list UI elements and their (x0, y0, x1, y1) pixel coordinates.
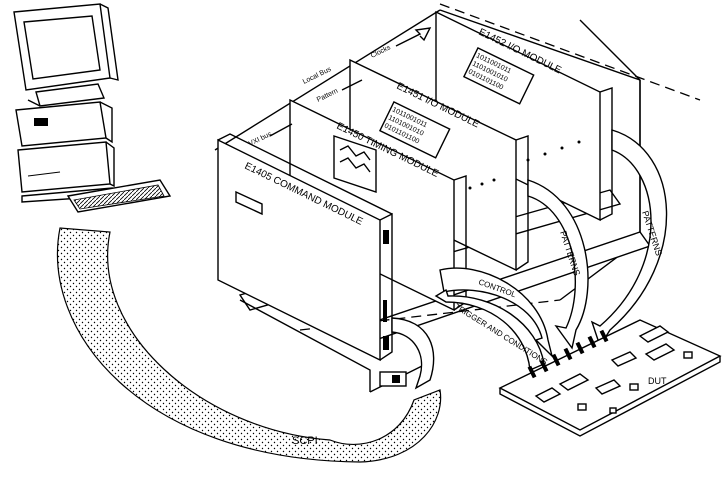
scpi-label: SCPI (292, 435, 318, 447)
trigger-arrow (434, 288, 545, 372)
patterns-arrow-b (590, 129, 668, 348)
scpi-link (56, 227, 442, 463)
vxi-bus-label: VXI bus (248, 131, 274, 148)
patterns-arrow-a (527, 179, 589, 350)
dut-connector (527, 329, 609, 379)
keyboard (66, 179, 172, 213)
computer-workstation (13, 3, 172, 213)
io-module-e1451-pattern: 1011001011 1101001010 0101101100 (378, 100, 451, 159)
dut-label: DUT (648, 376, 667, 386)
monitor (13, 3, 119, 107)
control-arrow (439, 267, 554, 359)
computer-base (15, 101, 115, 203)
dut-board: DUT (498, 319, 722, 437)
local-bus-label: Local Bus (302, 66, 333, 86)
pattern-label: Pattern (316, 88, 339, 104)
scpi-arrow (391, 317, 435, 390)
clock-waveform-box (333, 135, 377, 193)
